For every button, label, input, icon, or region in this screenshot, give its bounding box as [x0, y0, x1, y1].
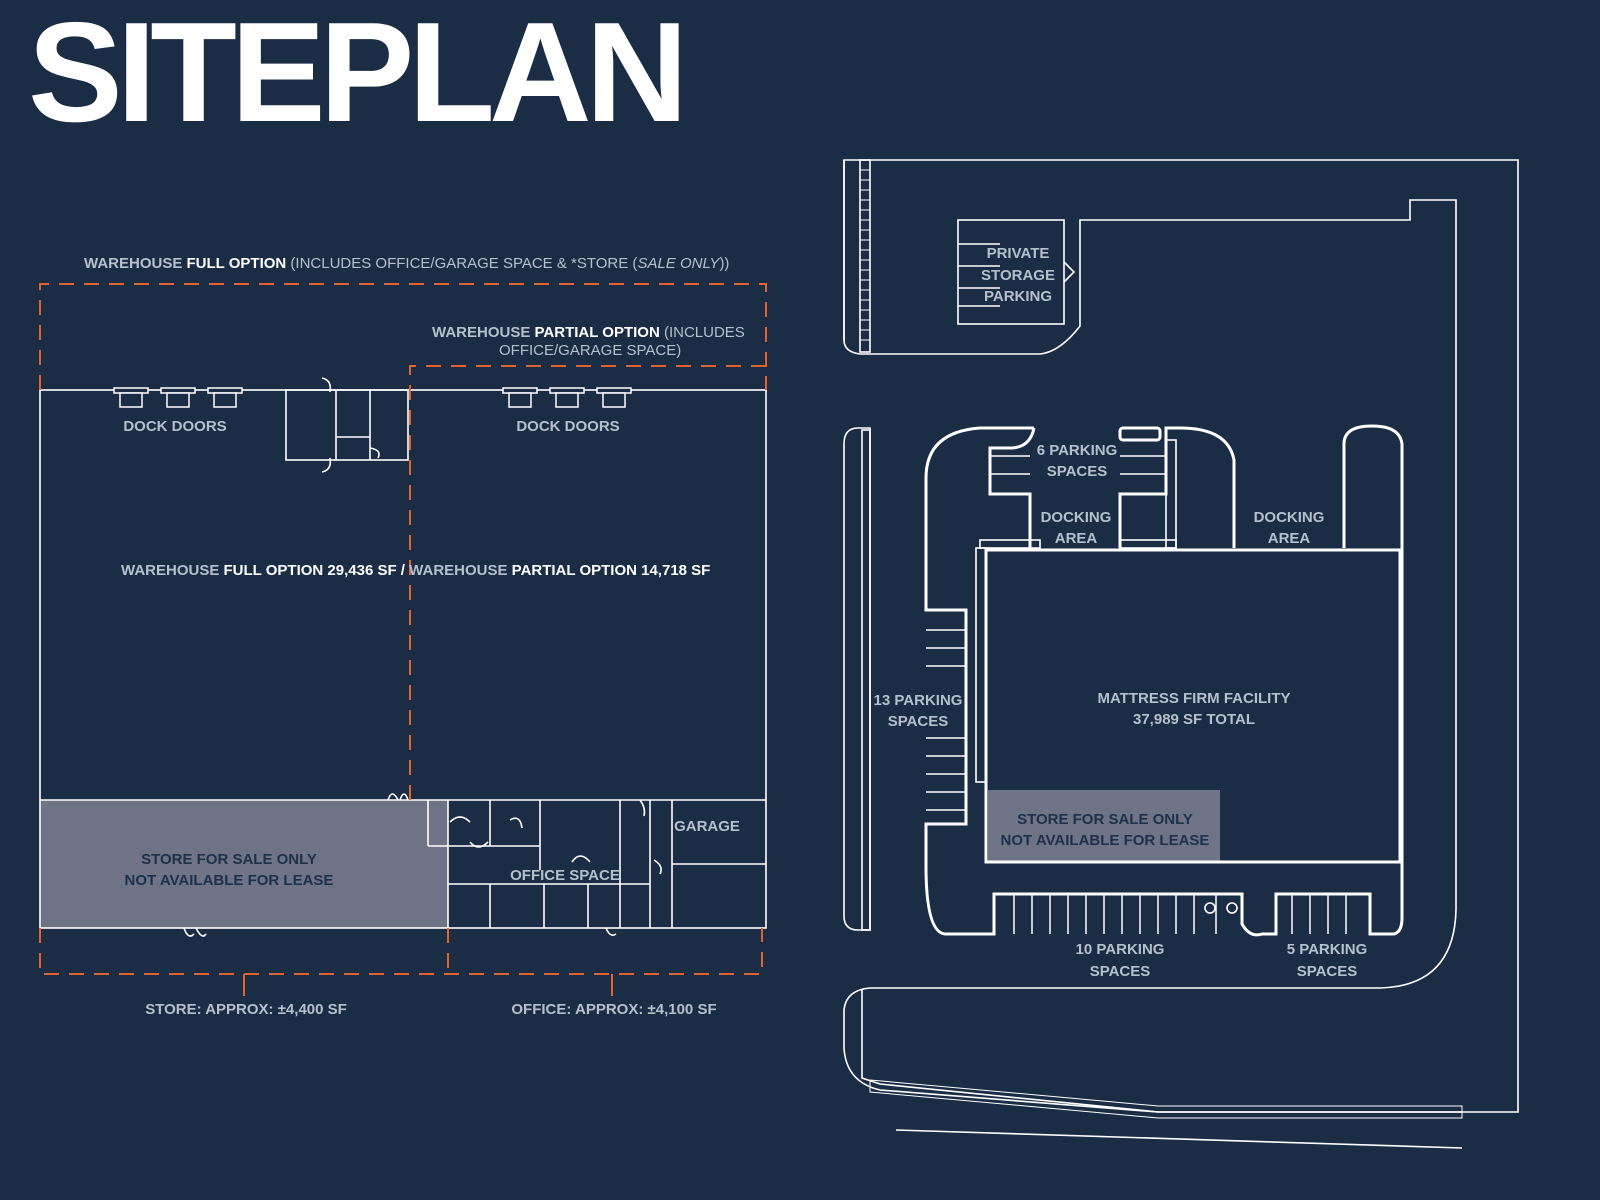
- door-swing-icon: [509, 817, 523, 829]
- door-swing-icon: [183, 927, 207, 937]
- office-area-label: OFFICE: APPROX: ±4,100 SF: [511, 1001, 716, 1018]
- store-right-label-2: NOT AVAILABLE FOR LEASE: [1001, 832, 1210, 849]
- dock-doors-label-right: DOCK DOORS: [516, 418, 619, 435]
- lot-boundary: [843, 159, 1519, 1113]
- page-title: SITEPLAN: [28, 0, 688, 152]
- docking-area-1-label-2: AREA: [1055, 530, 1098, 547]
- parking-5-label-2: SPACES: [1297, 963, 1358, 980]
- partial-option-banner: WAREHOUSE PARTIAL OPTION (INCLUDES: [432, 324, 745, 341]
- parking-loop: [924, 424, 1404, 937]
- door-swing-icon: [387, 793, 409, 801]
- full-option-banner: WAREHOUSE FULL OPTION (INCLUDES OFFICE/G…: [84, 255, 729, 272]
- store-label-line2: NOT AVAILABLE FOR LEASE: [125, 872, 334, 889]
- door-swing-icon: [571, 855, 591, 863]
- parking-6-label-2: SPACES: [1047, 463, 1108, 480]
- dock-door-icon: [113, 387, 243, 408]
- left-floor-plan: WAREHOUSE FULL OPTION (INCLUDES OFFICE/G…: [39, 255, 767, 1018]
- door-swing-icon: [369, 447, 380, 459]
- store-area-label: STORE: APPROX: ±4,400 SF: [145, 1001, 347, 1018]
- garage-label: GARAGE: [674, 818, 740, 835]
- private-storage-label-3: PARKING: [984, 288, 1052, 305]
- office-interior: [183, 793, 766, 937]
- full-option-boundary: [39, 283, 767, 390]
- store-block-left: [40, 800, 448, 928]
- private-storage-label-1: PRIVATE: [987, 245, 1050, 262]
- docking-area-1-label-1: DOCKING: [1041, 509, 1112, 526]
- accessible-parking-icon: [1204, 902, 1238, 914]
- parking-13-label-1: 13 PARKING: [874, 692, 963, 709]
- door-swing-icon: [605, 927, 617, 936]
- hatch-top: [860, 169, 870, 341]
- dock-door-icon: [502, 387, 632, 408]
- warehouse-area-label: WAREHOUSE FULL OPTION 29,436 SF / WAREHO…: [121, 562, 710, 579]
- partial-option-boundary: [409, 365, 767, 800]
- dock-doors-label-left: DOCK DOORS: [123, 418, 226, 435]
- store-office-boundary: [39, 928, 763, 975]
- private-storage-parking: [957, 219, 1065, 325]
- facility-label-1: MATTRESS FIRM FACILITY: [1097, 690, 1290, 707]
- store-right-label-1: STORE FOR SALE ONLY: [1017, 811, 1193, 828]
- utility-rooms: [285, 377, 409, 473]
- door-swing-icon: [639, 799, 662, 875]
- store-label-line1: STORE FOR SALE ONLY: [141, 851, 317, 868]
- door-swing-icon: [449, 816, 489, 848]
- store-block-right: [988, 790, 1220, 862]
- docking-area-2-label-2: AREA: [1268, 530, 1311, 547]
- parking-6-label-1: 6 PARKING: [1037, 442, 1118, 459]
- facility-label-2: 37,989 SF TOTAL: [1133, 711, 1255, 728]
- door-swing-icon: [321, 377, 332, 473]
- right-site-plan: PRIVATE STORAGE PARKING 6 PARKING SPACES…: [843, 159, 1519, 1149]
- parking-13-label-2: SPACES: [888, 713, 949, 730]
- mattress-firm-facility: [984, 548, 1402, 864]
- parking-10-label-1: 10 PARKING: [1076, 941, 1165, 958]
- private-storage-label-2: STORAGE: [981, 267, 1055, 284]
- parking-10-label-2: SPACES: [1090, 963, 1151, 980]
- office-space-label: OFFICE SPACE: [510, 867, 620, 884]
- parking-5-label-1: 5 PARKING: [1287, 941, 1368, 958]
- docking-area-2-label-1: DOCKING: [1254, 509, 1325, 526]
- partial-option-banner-line2: OFFICE/GARAGE SPACE): [499, 342, 681, 359]
